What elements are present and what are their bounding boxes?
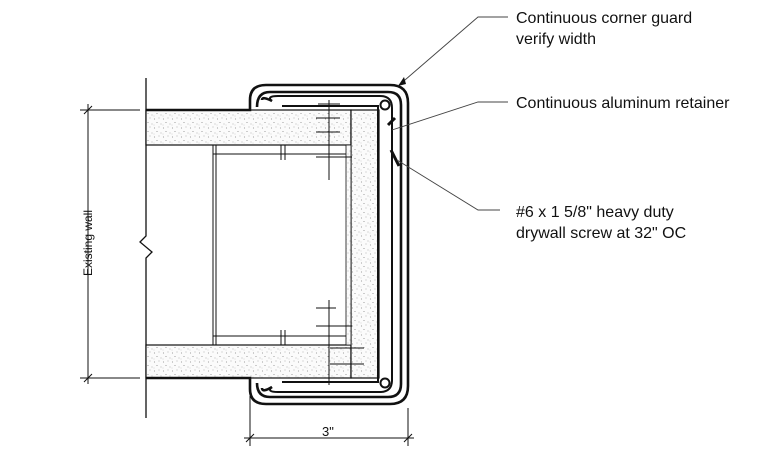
bottom-drywall-board: [145, 344, 352, 379]
aluminum-retainer: [269, 95, 393, 393]
screw-note-line-1: #6 x 1 5/8" heavy duty: [516, 204, 674, 221]
filler-strip: [345, 144, 352, 346]
leader-arrowhead: [398, 77, 406, 86]
screw-note-line-2: drywall screw at 32" OC: [516, 225, 687, 242]
top-drywall-board: [145, 109, 352, 146]
existing-wall-label: Existing wall: [81, 209, 95, 277]
screw-heads: [386, 116, 401, 167]
existing-wall-line: [139, 78, 153, 418]
corner-guard-note: Continuous corner guard verify width: [516, 8, 692, 50]
screw-markers: [316, 100, 364, 385]
retainer-note: Continuous aluminum retainer: [516, 93, 729, 114]
corner-guard: [146, 83, 410, 406]
retainer-note-line: Continuous aluminum retainer: [516, 95, 730, 112]
width-dimension-label: 3": [322, 424, 334, 439]
metal-stud: [212, 145, 346, 345]
wall-dimension-line: [80, 104, 140, 384]
corner-guard-note-line-2: verify width: [516, 31, 597, 48]
leader-lines: [391, 16, 508, 211]
screw-note: #6 x 1 5/8" heavy duty drywall screw at …: [516, 202, 686, 244]
corner-guard-note-line-1: Continuous corner guard: [516, 10, 693, 27]
end-drywall-board: [350, 109, 380, 379]
width-dimension-line: [244, 396, 414, 446]
